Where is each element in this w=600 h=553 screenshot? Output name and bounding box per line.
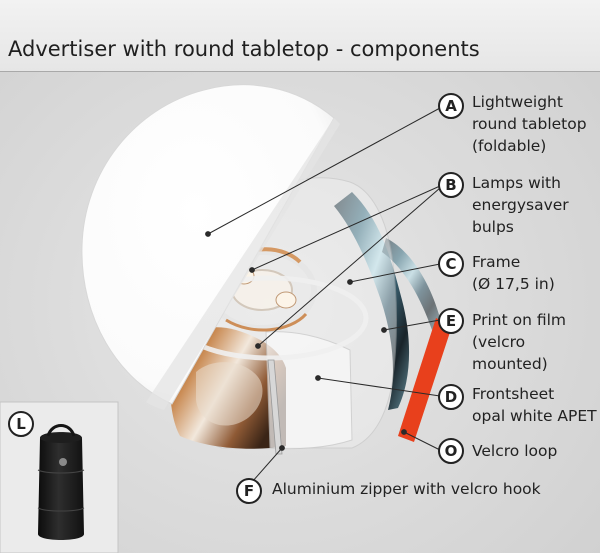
callout-label-o: Velcro loop: [472, 440, 557, 462]
callout-label-a: Lightweight round tabletop (foldable): [472, 91, 587, 157]
callout-c-line-1: Frame: [472, 253, 521, 271]
tabletop: [81, 84, 335, 405]
callout-label-c: Frame (Ø 17,5 in): [472, 251, 555, 295]
callout-label-b: Lamps with energysaver bulps: [472, 172, 569, 238]
callout-d-line-1: Frontsheet: [472, 385, 555, 403]
callout-badge-c: C: [438, 251, 464, 277]
callout-badge-e: E: [438, 308, 464, 334]
callout-a-line-3: (foldable): [472, 137, 547, 155]
carry-bag-image: [37, 424, 85, 540]
callout-e-line-1: Print on film: [472, 311, 566, 329]
print-film-band: [382, 238, 440, 330]
callout-a-line-1: Lightweight: [472, 93, 563, 111]
frontsheet-panel: [265, 331, 353, 450]
velcro-strip: [398, 318, 452, 442]
page-title: Advertiser with round tabletop - compone…: [8, 37, 480, 61]
callout-d-line-2: opal white APET: [472, 407, 597, 425]
header-bar: Advertiser with round tabletop - compone…: [0, 0, 600, 72]
print-film: [334, 192, 410, 410]
callout-c-line-2: (Ø 17,5 in): [472, 275, 555, 293]
inner-print-swirl: [196, 362, 263, 426]
tabletop-fold: [146, 118, 340, 410]
callout-badge-l: L: [8, 411, 34, 437]
callout-badge-b: B: [438, 172, 464, 198]
aluminium-zipper: [267, 359, 283, 455]
header-divider: [0, 71, 600, 72]
callout-b-line-3: bulps: [472, 218, 514, 236]
callout-e-line-3: mounted): [472, 355, 548, 373]
callout-badge-o: O: [438, 438, 464, 464]
callout-f-line-1: Aluminium zipper with velcro hook: [272, 480, 541, 498]
callout-badge-a: A: [438, 93, 464, 119]
leader-lines: [205, 107, 441, 483]
callout-badge-f: F: [236, 478, 262, 504]
callout-e-line-2: (velcro: [472, 333, 526, 351]
callout-b-line-1: Lamps with: [472, 174, 561, 192]
callout-badge-d: D: [438, 384, 464, 410]
callout-label-e: Print on film (velcro mounted): [472, 309, 566, 375]
callout-a-line-2: round tabletop: [472, 115, 587, 133]
callout-label-f: Aluminium zipper with velcro hook: [272, 478, 541, 500]
callout-o-line-1: Velcro loop: [472, 442, 558, 460]
callout-b-line-2: energysaver: [472, 196, 569, 214]
callout-label-d: Frontsheet opal white APET: [472, 383, 597, 427]
